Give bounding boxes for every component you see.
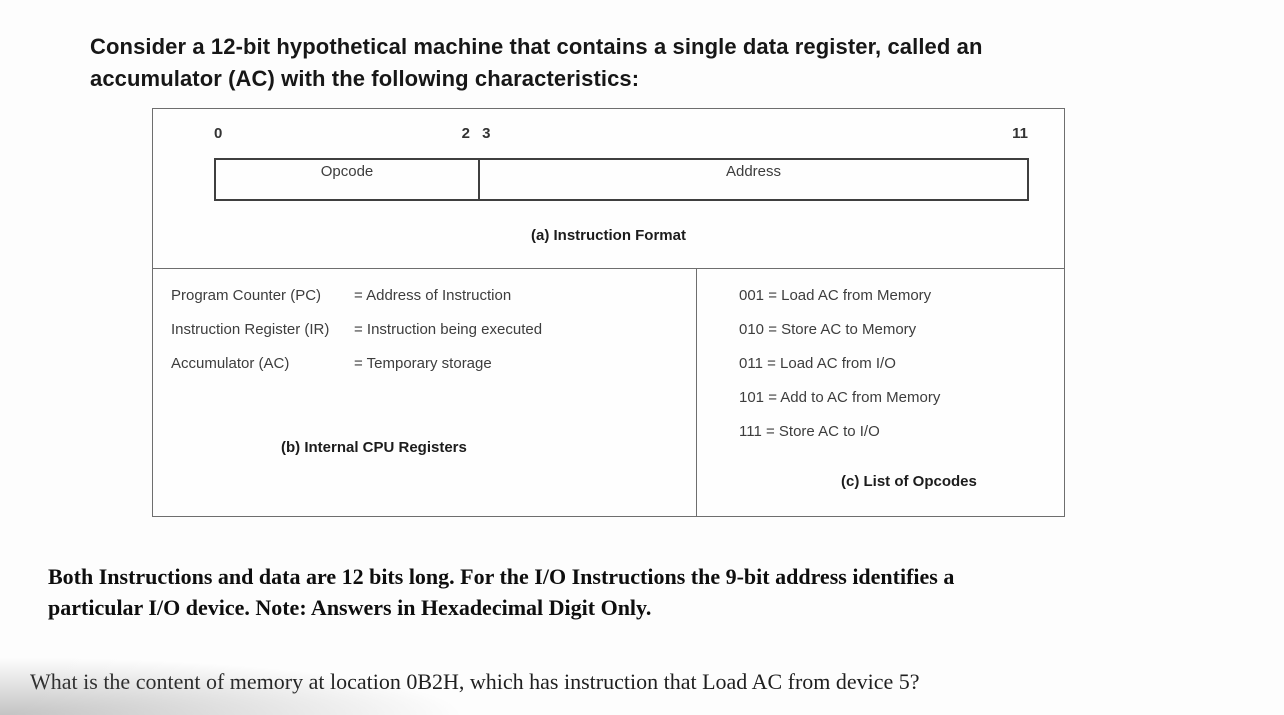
intro-heading: Consider a 12-bit hypothetical machine t… bbox=[90, 31, 1210, 95]
figure-box: 0 2 3 11 Opcode Address (a) Instruction … bbox=[152, 108, 1065, 517]
register-description: = Temporary storage bbox=[354, 355, 492, 372]
register-row: Accumulator (AC) = Temporary storage bbox=[171, 355, 681, 389]
register-description: = Instruction being executed bbox=[354, 321, 543, 338]
register-name: Program Counter (PC) bbox=[171, 287, 322, 304]
question-text: What is the content of memory at locatio… bbox=[30, 669, 920, 694]
caption-internal-cpu-registers: (b) Internal CPU Registers bbox=[281, 439, 467, 456]
intro-line-1: Consider a 12-bit hypothetical machine t… bbox=[90, 34, 983, 59]
bit-label-0: 0 bbox=[214, 125, 223, 142]
caption-list-of-opcodes: (c) List of Opcodes bbox=[841, 473, 977, 490]
note-paragraph: Both Instructions and data are 12 bits l… bbox=[48, 561, 1208, 623]
registers-panel: Program Counter (PC) = Address of Instru… bbox=[171, 287, 681, 389]
register-name: Instruction Register (IR) bbox=[171, 321, 330, 338]
bit-label-2-3: 2 3 bbox=[461, 125, 495, 142]
register-row: Program Counter (PC) = Address of Instru… bbox=[171, 287, 681, 321]
opcode-entry: 101 = Add to AC from Memory bbox=[739, 389, 941, 406]
note-line-2: particular I/O device. Note: Answers in … bbox=[48, 595, 652, 620]
register-row: Instruction Register (IR) = Instruction … bbox=[171, 321, 681, 355]
register-description: = Address of Instruction bbox=[354, 287, 512, 304]
caption-instruction-format: (a) Instruction Format bbox=[530, 227, 686, 244]
opcodes-panel: 001 = Load AC from Memory 010 = Store AC… bbox=[739, 287, 1059, 457]
opcode-entry: 111 = Store AC to I/O bbox=[739, 423, 880, 440]
register-name: Accumulator (AC) bbox=[171, 355, 290, 372]
bit-label-11: 11 bbox=[1012, 125, 1028, 142]
opcode-entry: 010 = Store AC to Memory bbox=[739, 321, 917, 338]
address-field: Address bbox=[725, 163, 782, 180]
figure-vertical-divider bbox=[696, 268, 697, 516]
opcode-entry: 011 = Load AC from I/O bbox=[739, 355, 896, 372]
figure-horizontal-divider bbox=[153, 268, 1064, 269]
instruction-format-diagram: Opcode Address bbox=[214, 158, 1029, 201]
note-line-1: Both Instructions and data are 12 bits l… bbox=[48, 564, 955, 589]
opcode-entry: 001 = Load AC from Memory bbox=[739, 287, 932, 304]
intro-line-2: accumulator (AC) with the following char… bbox=[90, 66, 640, 91]
opcode-field: Opcode bbox=[216, 160, 480, 199]
